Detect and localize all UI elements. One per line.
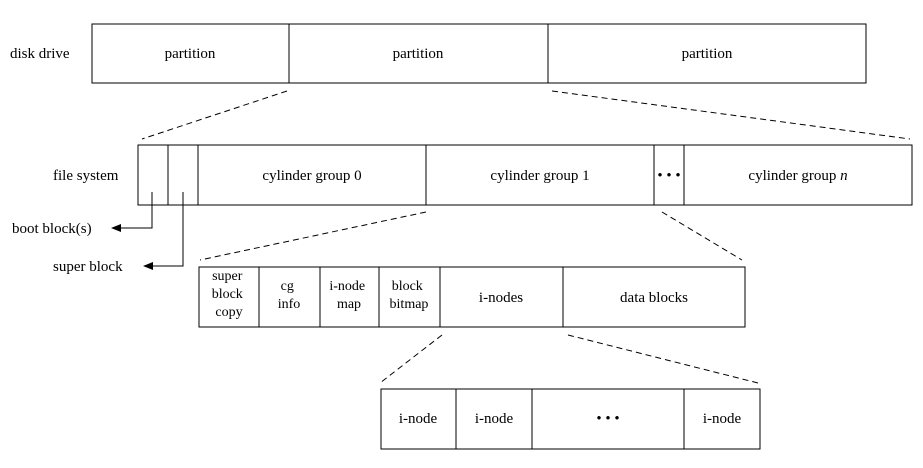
block-bitmap-cell: block bitmap	[390, 279, 429, 312]
file-system-box	[137, 144, 913, 206]
zoom-line-inodes-right	[567, 334, 759, 384]
inodes-ellipsis: • • •	[596, 411, 619, 427]
boot-block-arrow	[111, 192, 153, 232]
cylinder-group-1: cylinder group 1	[490, 168, 589, 184]
partition-2: partition	[393, 46, 444, 62]
cylinder-group-box	[198, 266, 746, 328]
inode-map-cell: i-node map	[329, 279, 368, 312]
super-block-arrow	[143, 192, 184, 270]
inode-2: i-node	[475, 411, 514, 427]
cylinder-group-0: cylinder group 0	[262, 168, 361, 184]
data-blocks-cell: data blocks	[620, 290, 688, 306]
file-system-label: file system	[53, 168, 119, 184]
zoom-line-left	[141, 90, 288, 140]
inode-1: i-node	[399, 411, 438, 427]
partition-1: partition	[165, 46, 216, 62]
super-block-copy-cell: super block copy	[212, 269, 247, 320]
partition-3: partition	[682, 46, 733, 62]
inodes-box	[380, 388, 761, 450]
zoom-line-right	[551, 90, 911, 140]
groups-ellipsis: • • •	[657, 168, 680, 184]
inodes-cell: i-nodes	[479, 290, 523, 306]
disk-drive-label: disk drive	[10, 46, 70, 62]
cylinder-group-n: cylinder group n	[748, 168, 847, 184]
disk-drive-box	[91, 23, 867, 84]
inode-last: i-node	[703, 411, 742, 427]
super-block-label: super block	[53, 259, 123, 275]
zoom-line-inodes-left	[379, 334, 443, 384]
zoom-line-cg-left	[199, 211, 427, 261]
zoom-line-cg-right	[661, 211, 743, 261]
cg-info-cell: cg info	[278, 279, 301, 312]
boot-block-label: boot block(s)	[12, 221, 92, 237]
